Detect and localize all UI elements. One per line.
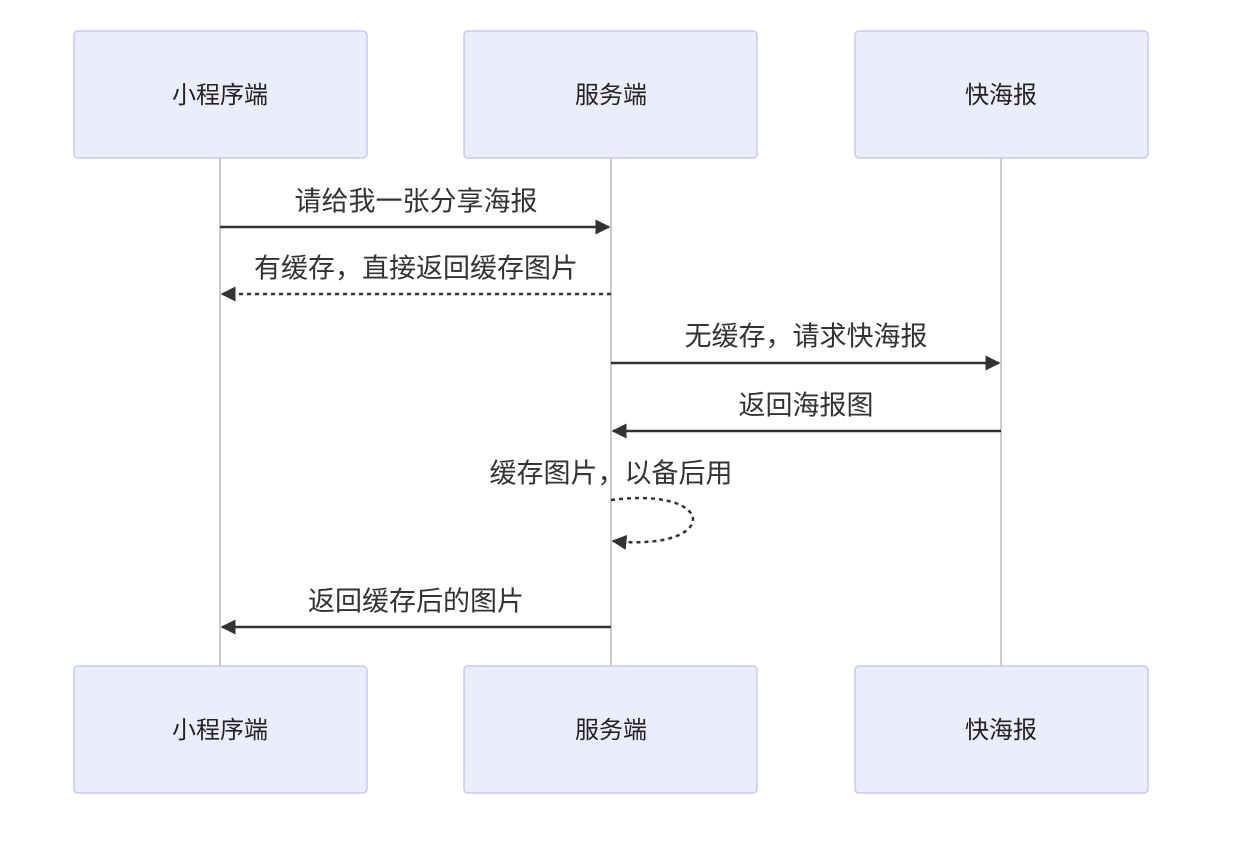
actor-top-server-label: 服务端 bbox=[575, 81, 647, 109]
actor-top-poster: 快海报 bbox=[854, 30, 1149, 159]
actor-bottom-poster-label: 快海报 bbox=[965, 716, 1037, 744]
actor-top-client: 小程序端 bbox=[73, 30, 368, 159]
message-3-label: 无缓存，请求快海报 bbox=[685, 322, 928, 353]
actor-bottom-server-label: 服务端 bbox=[575, 716, 647, 744]
actor-bottom-client: 小程序端 bbox=[73, 665, 368, 794]
actor-top-poster-label: 快海报 bbox=[965, 81, 1037, 109]
message-1-label: 请给我一张分享海报 bbox=[295, 187, 538, 218]
actor-top-server: 服务端 bbox=[463, 30, 758, 159]
actor-bottom-poster: 快海报 bbox=[854, 665, 1149, 794]
actor-top-client-label: 小程序端 bbox=[172, 81, 268, 109]
message-5-label: 缓存图片，以备后用 bbox=[490, 459, 733, 490]
actor-bottom-server: 服务端 bbox=[463, 665, 758, 794]
message-2-label: 有缓存，直接返回缓存图片 bbox=[254, 254, 578, 285]
actor-bottom-client-label: 小程序端 bbox=[172, 716, 268, 744]
message-6-label: 返回缓存后的图片 bbox=[308, 587, 524, 618]
message-4-label: 返回海报图 bbox=[739, 391, 874, 422]
message-5-arrow bbox=[610, 496, 695, 550]
